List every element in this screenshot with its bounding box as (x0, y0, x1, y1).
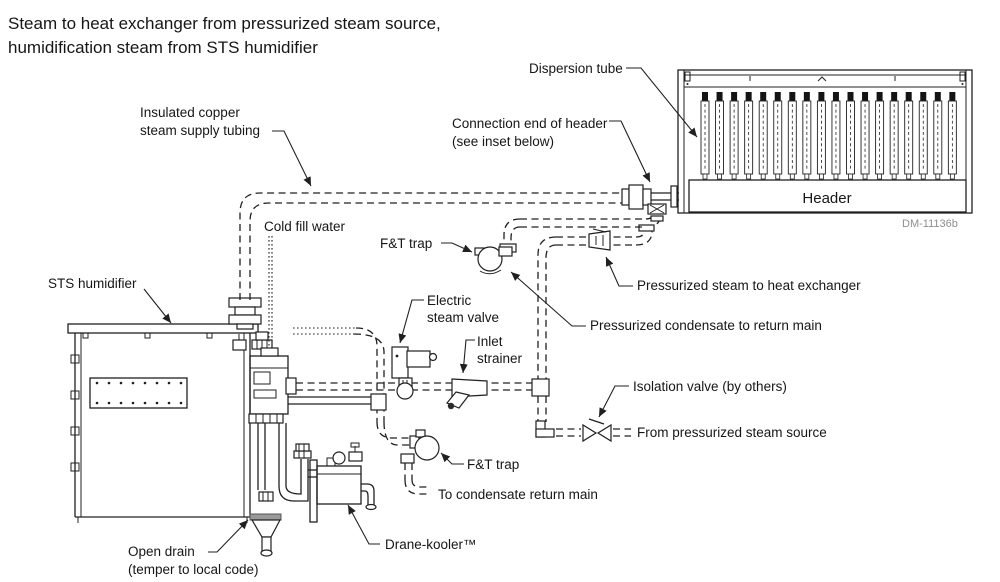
header-box (688, 179, 967, 213)
label-open-drain-2: (temper to local code) (128, 562, 259, 577)
leader-pressurized-steam (605, 256, 633, 287)
funnel-rim (249, 513, 282, 521)
control-box (248, 331, 297, 424)
title-line-1: Steam to heat exchanger from pressurized… (8, 14, 441, 33)
label-electric-valve-2: steam valve (427, 310, 499, 325)
leader-ft-trap-upper (441, 242, 473, 253)
label-to-condensate: To condensate return main (438, 487, 598, 502)
steam-inlet-run (296, 346, 532, 410)
kooler-inlet-union (293, 450, 312, 459)
drain-to-trap-line (288, 327, 410, 446)
steam-source-line (531, 378, 631, 443)
drain-tee (370, 393, 387, 411)
label-dispersion-tube: Dispersion tube (529, 61, 623, 76)
humidifier-tank (67, 297, 262, 523)
label-insulated-1: Insulated copper (140, 105, 240, 120)
drain-collar (258, 491, 274, 502)
steam-union-fitting (228, 297, 262, 308)
leader-open-drain (208, 519, 249, 553)
kooler-bracket (309, 459, 318, 523)
control-box-body (249, 355, 289, 415)
label-drane-kooler: Drane-kooler™ (385, 537, 477, 552)
leader-lines (143, 67, 698, 553)
kooler-body (316, 465, 362, 505)
tee-fitting (531, 378, 550, 397)
leader-connection-header (609, 120, 651, 183)
label-open-drain-1: Open drain (128, 544, 195, 559)
access-panel-screws (95, 381, 183, 405)
leader-ft-trap-lower (440, 452, 464, 465)
label-insulated-2: steam supply tubing (140, 123, 260, 138)
label-inlet-strainer-1: Inlet (477, 334, 503, 349)
leader-drane-kooler (347, 504, 380, 545)
access-panel (89, 377, 188, 409)
leader-isolation-valve (598, 385, 629, 418)
box-side-fitting (285, 377, 297, 395)
isolation-valve-shape (582, 418, 612, 443)
tank-lid (67, 323, 259, 334)
open-drain (249, 423, 282, 557)
drawing-number: DM-11136b (902, 218, 958, 230)
lid-valve (232, 339, 247, 351)
header-flange (670, 185, 678, 208)
panel-corner-bracket-left (684, 71, 691, 82)
steam-supply-tubing (239, 184, 679, 300)
ft-trap-upper (474, 246, 513, 275)
box-bottom-fitting (248, 413, 284, 424)
dispersion-tubes (700, 92, 957, 180)
leader-electric-valve (398, 299, 424, 344)
wall-bracket (70, 426, 80, 436)
inlet-strainer-shape (446, 378, 488, 410)
panel-center-mark (817, 76, 827, 82)
labels: Steam to heat exchanger from pressurized… (8, 14, 861, 577)
leader-pressurized-condensate (510, 271, 586, 327)
cold-fill-fitting (260, 347, 279, 357)
leader-dispersion-tube (626, 67, 698, 138)
panel-outer-frame (677, 69, 973, 214)
steam-valve-to-exchanger (588, 230, 611, 251)
kooler-gauge (332, 451, 346, 465)
label-ft-trap-upper: F&T trap (380, 236, 432, 251)
wall-bracket (70, 354, 80, 364)
title-line-2: humidification steam from STS humidifier (8, 38, 318, 57)
label-from-source: From pressurized steam source (637, 425, 827, 440)
heat-exchanger-panel: Header (677, 69, 973, 214)
header-label: Header (802, 190, 851, 207)
label-isolation-valve: Isolation valve (by others) (633, 379, 787, 394)
union-fitting (621, 188, 630, 206)
label-cold-fill-water: Cold fill water (264, 219, 346, 234)
electric-steam-valve-shape (391, 346, 438, 400)
ft-trap-lower (400, 429, 440, 495)
leader-insulated-tubing (272, 130, 312, 187)
ft-trap-lower-body (414, 435, 440, 461)
funnel (250, 519, 281, 538)
label-connection-header-2: (see inset below) (452, 134, 554, 149)
label-pressurized-steam: Pressurized steam to heat exchanger (637, 278, 861, 293)
ft-trap-upper-body (477, 246, 503, 272)
panel-corner-bracket-right (959, 71, 966, 82)
label-connection-header-1: Connection end of header (452, 116, 608, 131)
wall-bracket (70, 462, 80, 472)
label-sts-humidifier: STS humidifier (48, 276, 137, 291)
header-connection-fittings (635, 203, 667, 246)
drane-kooler (278, 423, 377, 523)
label-electric-valve-1: Electric (427, 293, 472, 308)
wall-bracket (70, 390, 80, 400)
label-ft-trap-lower: F&T trap (467, 457, 519, 472)
condensate-line (499, 218, 646, 253)
label-pressurized-condensate: Pressurized condensate to return main (590, 318, 822, 333)
label-inlet-strainer-2: strainer (477, 351, 523, 366)
leader-inlet-strainer (459, 339, 475, 374)
kooler-valve (348, 451, 363, 462)
leader-sts-humidifier (143, 288, 172, 324)
cold-fill-line (268, 236, 273, 348)
steam-to-exchanger-line (537, 228, 636, 381)
